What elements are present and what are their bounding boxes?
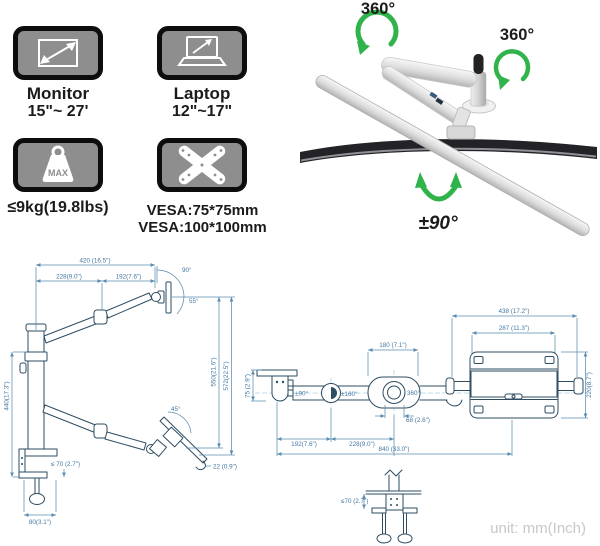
laptop-diagonal-icon: [177, 36, 227, 66]
dim-inner-width: 287 (11.3"): [499, 325, 529, 332]
dim-tray-drop: 22 (0.9"): [213, 464, 237, 471]
monitor-range: 15"~ 27': [27, 103, 89, 120]
dim-height-total: 572(22.5"): [223, 361, 230, 390]
monitor-rotated-slab: [315, 74, 590, 236]
pole-knob: [473, 54, 484, 74]
spec-monitor: [13, 26, 103, 80]
side-view-drawing: 420 (16.5") 228(9.0") 192(7.6") 90° 55° …: [4, 258, 237, 527]
dim-clamp-width: 80(3.1"): [29, 519, 51, 526]
dim-clamp-range-front: ≤70 (2.7"): [341, 498, 368, 505]
top-view-drawing: 75 (2.9") ±90° ±160° 360° 180 (7.1") 68 …: [245, 342, 588, 544]
vesa-pattern-icon: [178, 145, 226, 185]
dim-total-reach: 420 (16.5"): [80, 258, 111, 265]
swivel-arrow: [415, 172, 462, 202]
dim-hub-width: 68 (2.6"): [406, 417, 430, 424]
spec-weight: MAX: [13, 138, 103, 192]
rotation-arm-label: 360°: [361, 0, 395, 18]
dim-elbow-swivel: ±160°: [341, 390, 358, 398]
pole-rotation-arrow: [493, 49, 531, 90]
vesa-line1: VESA:75*75mm: [146, 202, 259, 219]
dim-hub-length: 180 (7.1"): [379, 342, 406, 349]
dim-hub-rotation: 360°: [407, 389, 421, 397]
dim-tray-tilt: 45°: [171, 405, 181, 413]
spec-vesa: [157, 138, 247, 192]
dim-upper-arm: 228(9.0"): [56, 274, 82, 281]
tray-view-drawing: 438 (17.2") 287 (11.3") 220(8.7"): [445, 308, 593, 419]
vesa-plate: [157, 138, 247, 192]
arm-rotation-arrow: [355, 9, 399, 55]
arm-assembly: [381, 54, 496, 140]
dim-tilt-down: 55°: [189, 297, 199, 305]
spec-laptop: [157, 26, 247, 80]
swivel-label: ±90°: [418, 213, 458, 234]
max-label: MAX: [48, 168, 68, 178]
dim-total-length: 840 (33.0"): [379, 446, 410, 453]
dim-bracket-height: 75 (2.9"): [245, 374, 252, 398]
rotation-pole-label: 360°: [500, 26, 534, 44]
max-weight-icon: MAX: [42, 145, 74, 182]
dim-upper-arm-top: 228(9.0"): [349, 441, 375, 448]
dim-tray-depth: 220(8.7"): [586, 372, 593, 398]
max-weight-plate: MAX: [13, 138, 103, 192]
dim-tray-width: 438 (17.2"): [499, 308, 530, 315]
upper-arm: [381, 56, 477, 88]
mount-bracket: [446, 125, 476, 140]
unit-note: unit: mm(Inch): [490, 520, 586, 537]
product-render: 360° 360° ±90°: [300, 0, 597, 236]
dim-tilt-up: 90°: [182, 266, 192, 274]
weight-capacity: ≤9kg(19.8lbs): [7, 199, 109, 216]
dim-pole-height: 440(17.3"): [4, 381, 11, 410]
dim-clamp-range: ≤ 70 (2.7"): [51, 461, 80, 468]
laptop-range: 12"~17": [171, 103, 233, 120]
monitor-diagonal-icon: [38, 39, 78, 67]
dim-height-to-tray: 550(21.6"): [211, 357, 218, 386]
laptop-label: Laptop: [173, 84, 231, 103]
dim-base-swivel: ±90°: [295, 390, 308, 398]
dimension-drawings: 420 (16.5") 228(9.0") 192(7.6") 90° 55° …: [4, 258, 593, 544]
monitor-label: Monitor: [26, 84, 90, 103]
laptop-size-plate: [157, 26, 247, 80]
monitor-size-plate: [13, 26, 103, 80]
vesa-line2: VESA:100*100mm: [138, 219, 267, 236]
dim-forearm: 192(7.6"): [116, 274, 142, 281]
dim-forearm-top: 192(7.6"): [291, 441, 317, 448]
